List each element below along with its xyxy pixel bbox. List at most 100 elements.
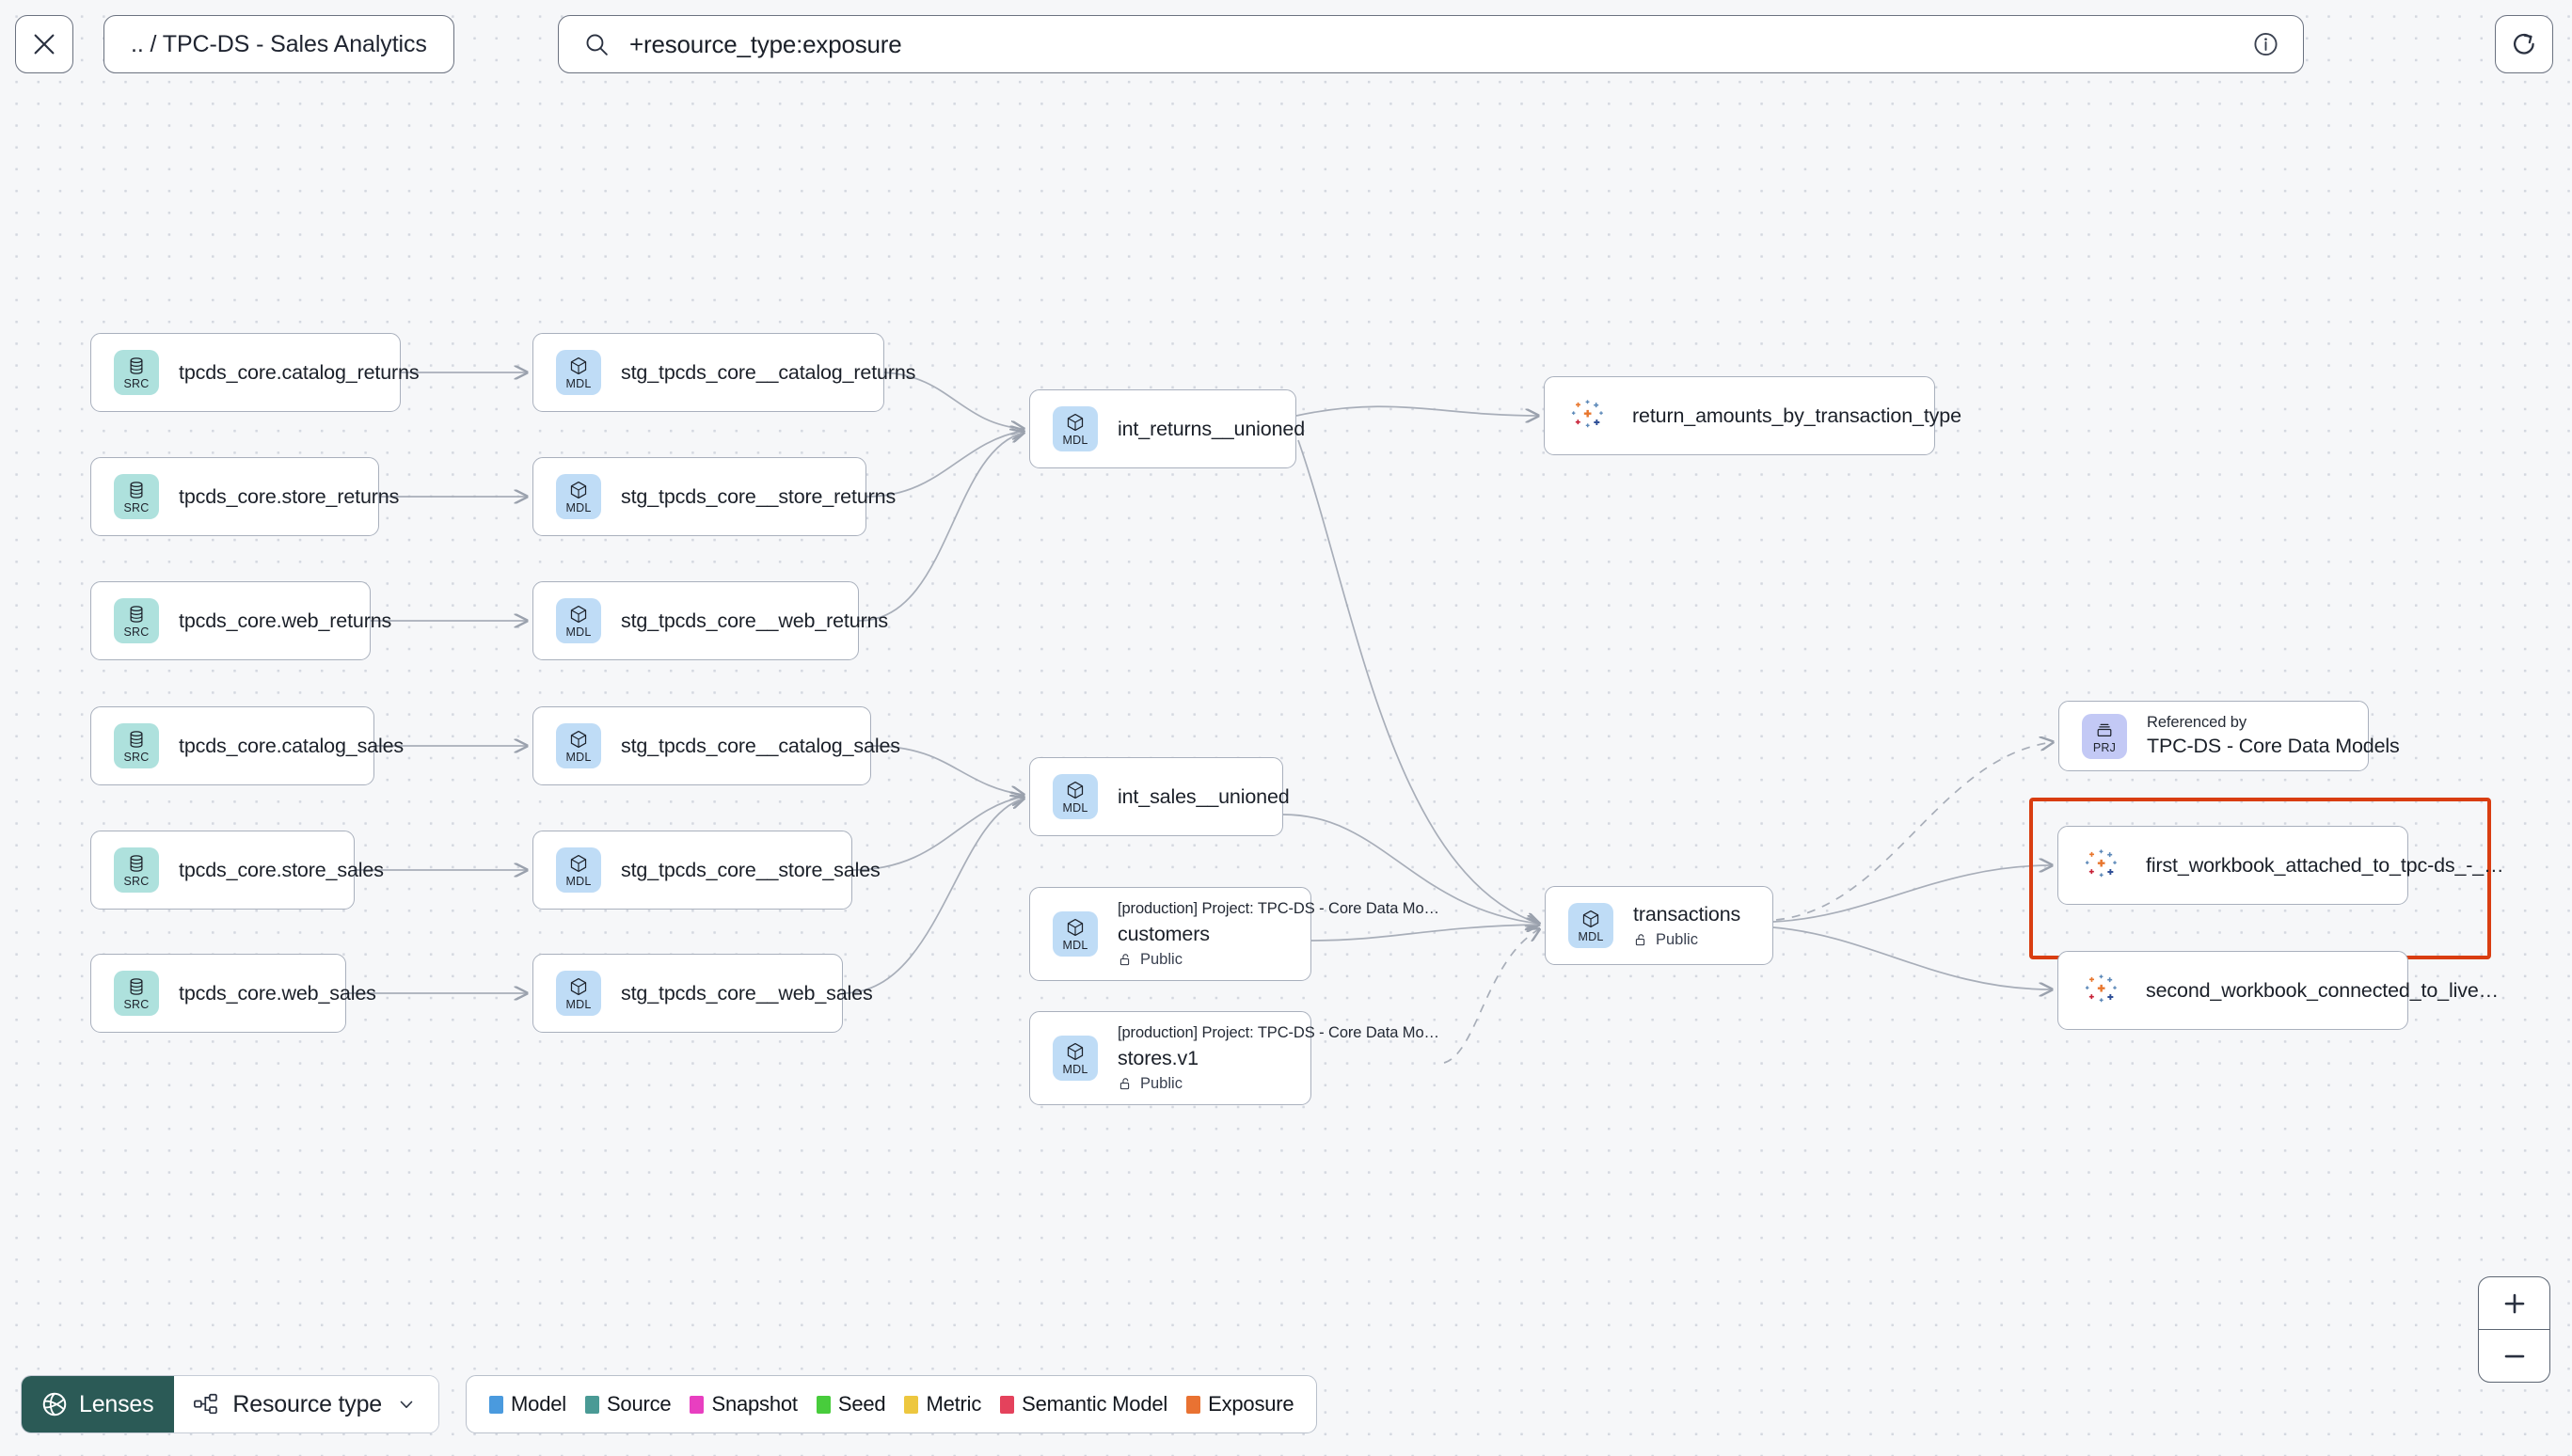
tableau-icon: [1571, 400, 1603, 428]
graph-node-prj-referenced-by[interactable]: PRJ Referenced by TPC-DS - Core Data Model…: [2058, 701, 2400, 771]
zoom-in-button[interactable]: [2479, 1277, 2549, 1330]
graph-node-mdl-stg-catalog-sales[interactable]: MDL stg_tpcds_core__catalog_sales: [532, 706, 900, 785]
breadcrumb-label: .. / TPC-DS - Sales Analytics: [131, 30, 427, 57]
cube-icon: [1067, 413, 1084, 432]
node-access-badge: Public: [1633, 931, 1740, 949]
project-icon: [2097, 723, 2112, 736]
node-type-badge-src: SRC: [114, 847, 159, 893]
database-icon: [130, 482, 143, 499]
node-type-label: SRC: [123, 625, 150, 639]
node-title: tpcds_core.web_sales: [179, 981, 376, 1005]
lenses-group: Lenses Resource type: [21, 1375, 440, 1433]
legend-swatch: [584, 1395, 599, 1414]
node-type-badge-src: SRC: [114, 350, 159, 395]
node-title: tpcds_core.store_sales: [179, 858, 384, 881]
node-type-badge-src: SRC: [114, 474, 159, 519]
node-type-label: SRC: [123, 998, 150, 1011]
graph-node-exp-second-workbook[interactable]: second_workbook_connected_to_live…: [2057, 951, 2499, 1030]
node-type-badge-mdl: MDL: [1053, 911, 1098, 957]
node-type-label: SRC: [123, 751, 150, 764]
legend-item-exposure[interactable]: Exposure: [1186, 1392, 1294, 1416]
tableau-icon: [2085, 849, 2117, 878]
node-access-badge: Public: [1118, 1075, 1310, 1093]
node-type-badge-src: SRC: [114, 971, 159, 1016]
graph-node-exp-return-amounts[interactable]: return_amounts_by_transaction_type: [1544, 376, 1961, 455]
hierarchy-icon: [194, 1393, 218, 1415]
graph-node-mdl-customers[interactable]: MDL[production] Project: TPC-DS - Core D…: [1029, 887, 1439, 981]
zoom-out-button[interactable]: [2479, 1330, 2549, 1382]
top-toolbar: .. / TPC-DS - Sales Analytics +resource_…: [0, 0, 2572, 112]
database-icon: [130, 978, 143, 995]
refresh-button[interactable]: [2495, 15, 2553, 73]
legend-item-model[interactable]: Model: [489, 1392, 566, 1416]
node-type-badge-mdl: MDL: [1568, 903, 1613, 948]
legend-item-semantic-model[interactable]: Semantic Model: [1000, 1392, 1167, 1416]
resource-type-label: Resource type: [232, 1390, 383, 1417]
cube-icon: [570, 605, 587, 624]
graph-node-src-catalog-sales[interactable]: SRC tpcds_core.catalog_sales: [90, 706, 405, 785]
legend-label: Source: [606, 1392, 672, 1416]
legend-label: Seed: [837, 1392, 886, 1416]
aperture-icon: [42, 1392, 67, 1416]
legend-item-snapshot[interactable]: Snapshot: [690, 1392, 798, 1416]
node-type-label: MDL: [1062, 801, 1088, 815]
legend-label: Semantic Model: [1022, 1392, 1168, 1416]
unlock-icon: [1119, 1077, 1130, 1089]
node-title: stg_tpcds_core__catalog_returns: [621, 360, 916, 384]
node-type-badge-mdl: MDL: [556, 847, 601, 893]
node-title: int_sales__unioned: [1118, 784, 1290, 808]
node-type-badge-mdl: MDL: [556, 598, 601, 643]
cube-icon: [1067, 781, 1084, 799]
node-type-badge-mdl: MDL: [556, 723, 601, 768]
database-icon: [130, 606, 143, 623]
legend-item-seed[interactable]: Seed: [816, 1392, 886, 1416]
node-title: second_workbook_connected_to_live…: [2146, 978, 2499, 1002]
node-title: tpcds_core.store_returns: [179, 484, 400, 508]
graph-node-exp-first-workbook[interactable]: first_workbook_attached_to_tpc-ds_-_…: [2057, 826, 2504, 905]
legend-item-metric[interactable]: Metric: [904, 1392, 981, 1416]
cube-icon: [1582, 910, 1599, 928]
legend-item-source[interactable]: Source: [584, 1392, 672, 1416]
node-access-badge: Public: [1118, 951, 1310, 969]
node-type-label: SRC: [123, 377, 150, 390]
resource-type-dropdown[interactable]: Resource type: [174, 1376, 439, 1432]
node-type-badge-prj: PRJ: [2082, 713, 2127, 759]
node-title: tpcds_core.catalog_sales: [179, 734, 405, 757]
database-icon: [130, 855, 143, 872]
node-title: stg_tpcds_core__catalog_sales: [621, 734, 900, 757]
search-input[interactable]: +resource_type:exposure: [558, 15, 2304, 73]
close-button[interactable]: [15, 15, 73, 73]
graph-node-mdl-stores-v1[interactable]: MDL [production] Project: TPC-DS - Core D…: [1029, 1011, 1439, 1105]
graph-node-mdl-int-sales-unioned[interactable]: MDL int_sales__unioned: [1029, 757, 1290, 836]
minus-icon: [2504, 1354, 2524, 1357]
node-title: TPC-DS - Core Data Models: [2147, 735, 2400, 757]
legend-swatch: [904, 1395, 919, 1414]
graph-node-src-store-sales[interactable]: SRC tpcds_core.store_sales: [90, 831, 384, 910]
node-title: transactions: [1633, 902, 1741, 926]
info-circle-icon[interactable]: [2251, 30, 2280, 59]
cube-icon: [570, 854, 587, 873]
node-project-label: [production] Project: TPC-DS - Core Data…: [1118, 1023, 1439, 1041]
lenses-button[interactable]: Lenses: [22, 1376, 175, 1432]
graph-node-src-store-returns[interactable]: SRC tpcds_core.store_returns: [90, 457, 400, 536]
breadcrumb[interactable]: .. / TPC-DS - Sales Analytics: [103, 15, 454, 73]
node-type-label: PRJ: [2092, 740, 2117, 754]
node-referenced-by-label: Referenced by: [2147, 714, 2247, 731]
node-type-label: MDL: [565, 625, 592, 639]
node-type-label: MDL: [1062, 434, 1088, 447]
node-title: stg_tpcds_core__web_returns: [621, 609, 888, 632]
graph-node-src-web-sales[interactable]: SRC tpcds_core.web_sales: [90, 954, 376, 1033]
node-type-badge-mdl: MDL: [1053, 1036, 1098, 1081]
node-access-label: Public: [1140, 1074, 1183, 1092]
legend-swatch: [489, 1395, 504, 1414]
graph-node-mdl-stg-web-returns[interactable]: MDL stg_tpcds_core__web_returns: [532, 581, 888, 660]
node-type-label: MDL: [565, 875, 592, 888]
